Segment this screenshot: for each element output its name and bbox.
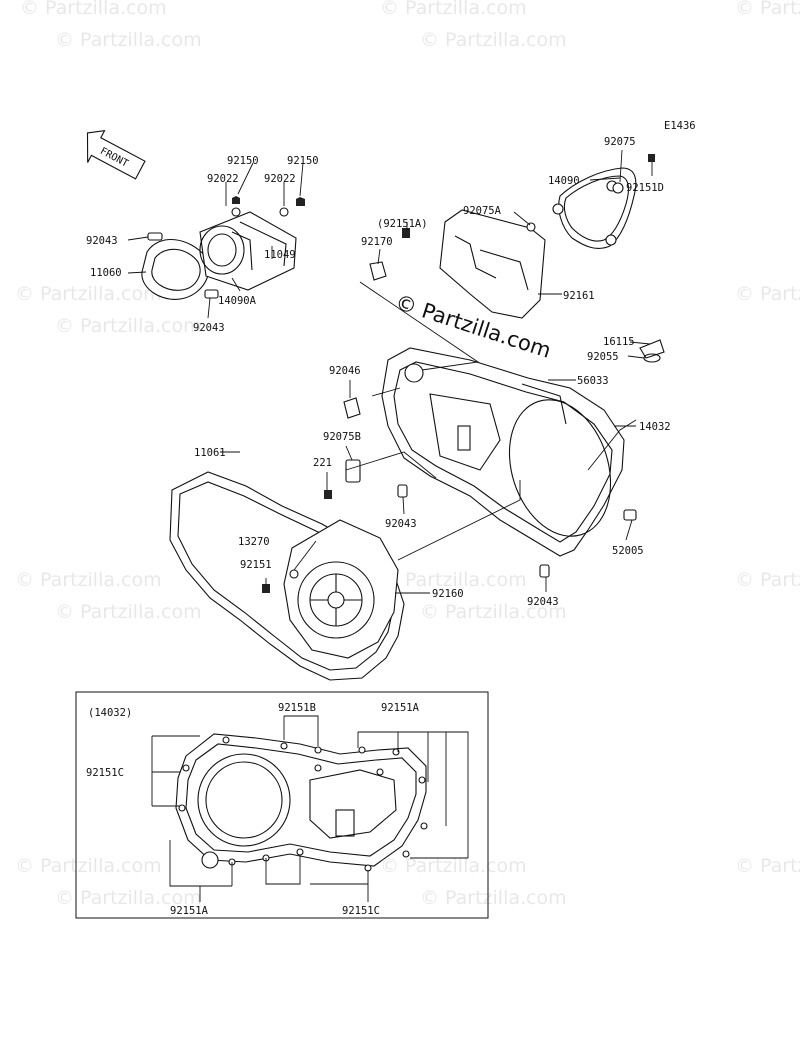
watermark-layer: © Partzilla.com © Partzilla.com © Partzi… xyxy=(15,0,800,909)
watermark: © Partzilla.com xyxy=(735,283,800,305)
part-label-92170: 92170 xyxy=(361,236,393,248)
inset-14032: (14032) xyxy=(75,691,489,919)
watermark: © Partzilla.com xyxy=(55,29,202,51)
watermark: © Partzilla.com xyxy=(55,887,202,909)
part-label-92055: 92055 xyxy=(587,351,619,363)
housing-14090A xyxy=(199,211,297,291)
watermark: © Partzilla.com xyxy=(420,29,567,51)
part-label-52005: 52005 xyxy=(612,545,644,557)
part-label-92075: 92075 xyxy=(604,136,636,148)
cover-92160 xyxy=(262,519,399,659)
part-label-92151B: 92151B xyxy=(278,702,316,714)
diagram-code: E1436 xyxy=(664,120,696,132)
part-label-92151: 92151 xyxy=(240,559,272,571)
part-label-92075A: 92075A xyxy=(463,205,502,217)
front-arrow-icon: FRONT xyxy=(86,129,146,180)
part-label-11049: 11049 xyxy=(264,249,296,261)
part-label-92022: 92022 xyxy=(264,173,296,185)
part-label-92150: 92150 xyxy=(287,155,319,167)
part-label-92151A: (92151A) xyxy=(377,218,428,230)
part-label-14032: 14032 xyxy=(639,421,671,433)
watermark: © Partzilla.com xyxy=(55,601,202,623)
part-label-56033: 56033 xyxy=(577,375,609,387)
part-label-92160: 92160 xyxy=(432,588,464,600)
inset-leader-lines xyxy=(151,715,469,902)
watermark: © Partzilla.com xyxy=(735,569,800,591)
watermark: © Partzilla.com xyxy=(420,887,567,909)
part-label-92043: 92043 xyxy=(527,596,559,608)
part-label-11061: 11061 xyxy=(194,447,226,459)
inset-title: (14032) xyxy=(88,707,132,719)
part-label-92075B: 92075B xyxy=(323,431,361,443)
part-label-92151C: 92151C xyxy=(86,767,124,779)
part-label-92043: 92043 xyxy=(385,518,417,530)
watermark: © Partzilla.com xyxy=(15,855,162,877)
part-label-92022: 92022 xyxy=(207,173,239,185)
part-label-92043: 92043 xyxy=(193,322,225,334)
small-parts-upper-right xyxy=(369,154,665,363)
inset-frame xyxy=(75,691,489,919)
watermark: © Partzilla.com xyxy=(380,569,527,591)
part-label-14090A: 14090A xyxy=(218,295,257,307)
part-label-92161: 92161 xyxy=(563,290,595,302)
watermark: © Partzilla.com xyxy=(55,315,202,337)
small-parts-center xyxy=(324,397,637,578)
part-labels: 92150 92150 92022 92022 92043 11060 9204… xyxy=(86,136,671,917)
gasket-11061 xyxy=(169,471,405,681)
cover-92161 xyxy=(439,209,546,319)
watermark: © Partzilla.com xyxy=(420,601,567,623)
watermark: © Partzilla.com xyxy=(380,855,527,877)
watermark: © Partzilla.com xyxy=(735,0,800,19)
part-label-13270: 13270 xyxy=(238,536,270,548)
watermark: © Partzilla.com xyxy=(15,283,162,305)
part-label-92151A: 92151A xyxy=(170,905,209,917)
watermark: © Partzilla.com xyxy=(20,0,167,19)
part-label-92046: 92046 xyxy=(329,365,361,377)
part-label-92151D: 92151D xyxy=(626,182,664,194)
part-label-14090: 14090 xyxy=(548,175,580,187)
watermark: © Partzilla.com xyxy=(380,0,527,19)
part-label-221: 221 xyxy=(313,457,332,469)
watermark: © Partzilla.com xyxy=(15,569,162,591)
clutch-cover-14032 xyxy=(381,347,625,557)
part-label-92151C: 92151C xyxy=(342,905,380,917)
gasket-11060 xyxy=(141,238,210,300)
part-label-16115: 16115 xyxy=(603,336,635,348)
small-parts-upper-left xyxy=(147,196,305,299)
leader-lines xyxy=(127,149,653,594)
part-label-92150: 92150 xyxy=(227,155,259,167)
watermark: © Partzilla.com xyxy=(735,855,800,877)
part-label-92151A: 92151A xyxy=(381,702,420,714)
part-label-11060: 11060 xyxy=(90,267,122,279)
part-label-92043: 92043 xyxy=(86,235,118,247)
